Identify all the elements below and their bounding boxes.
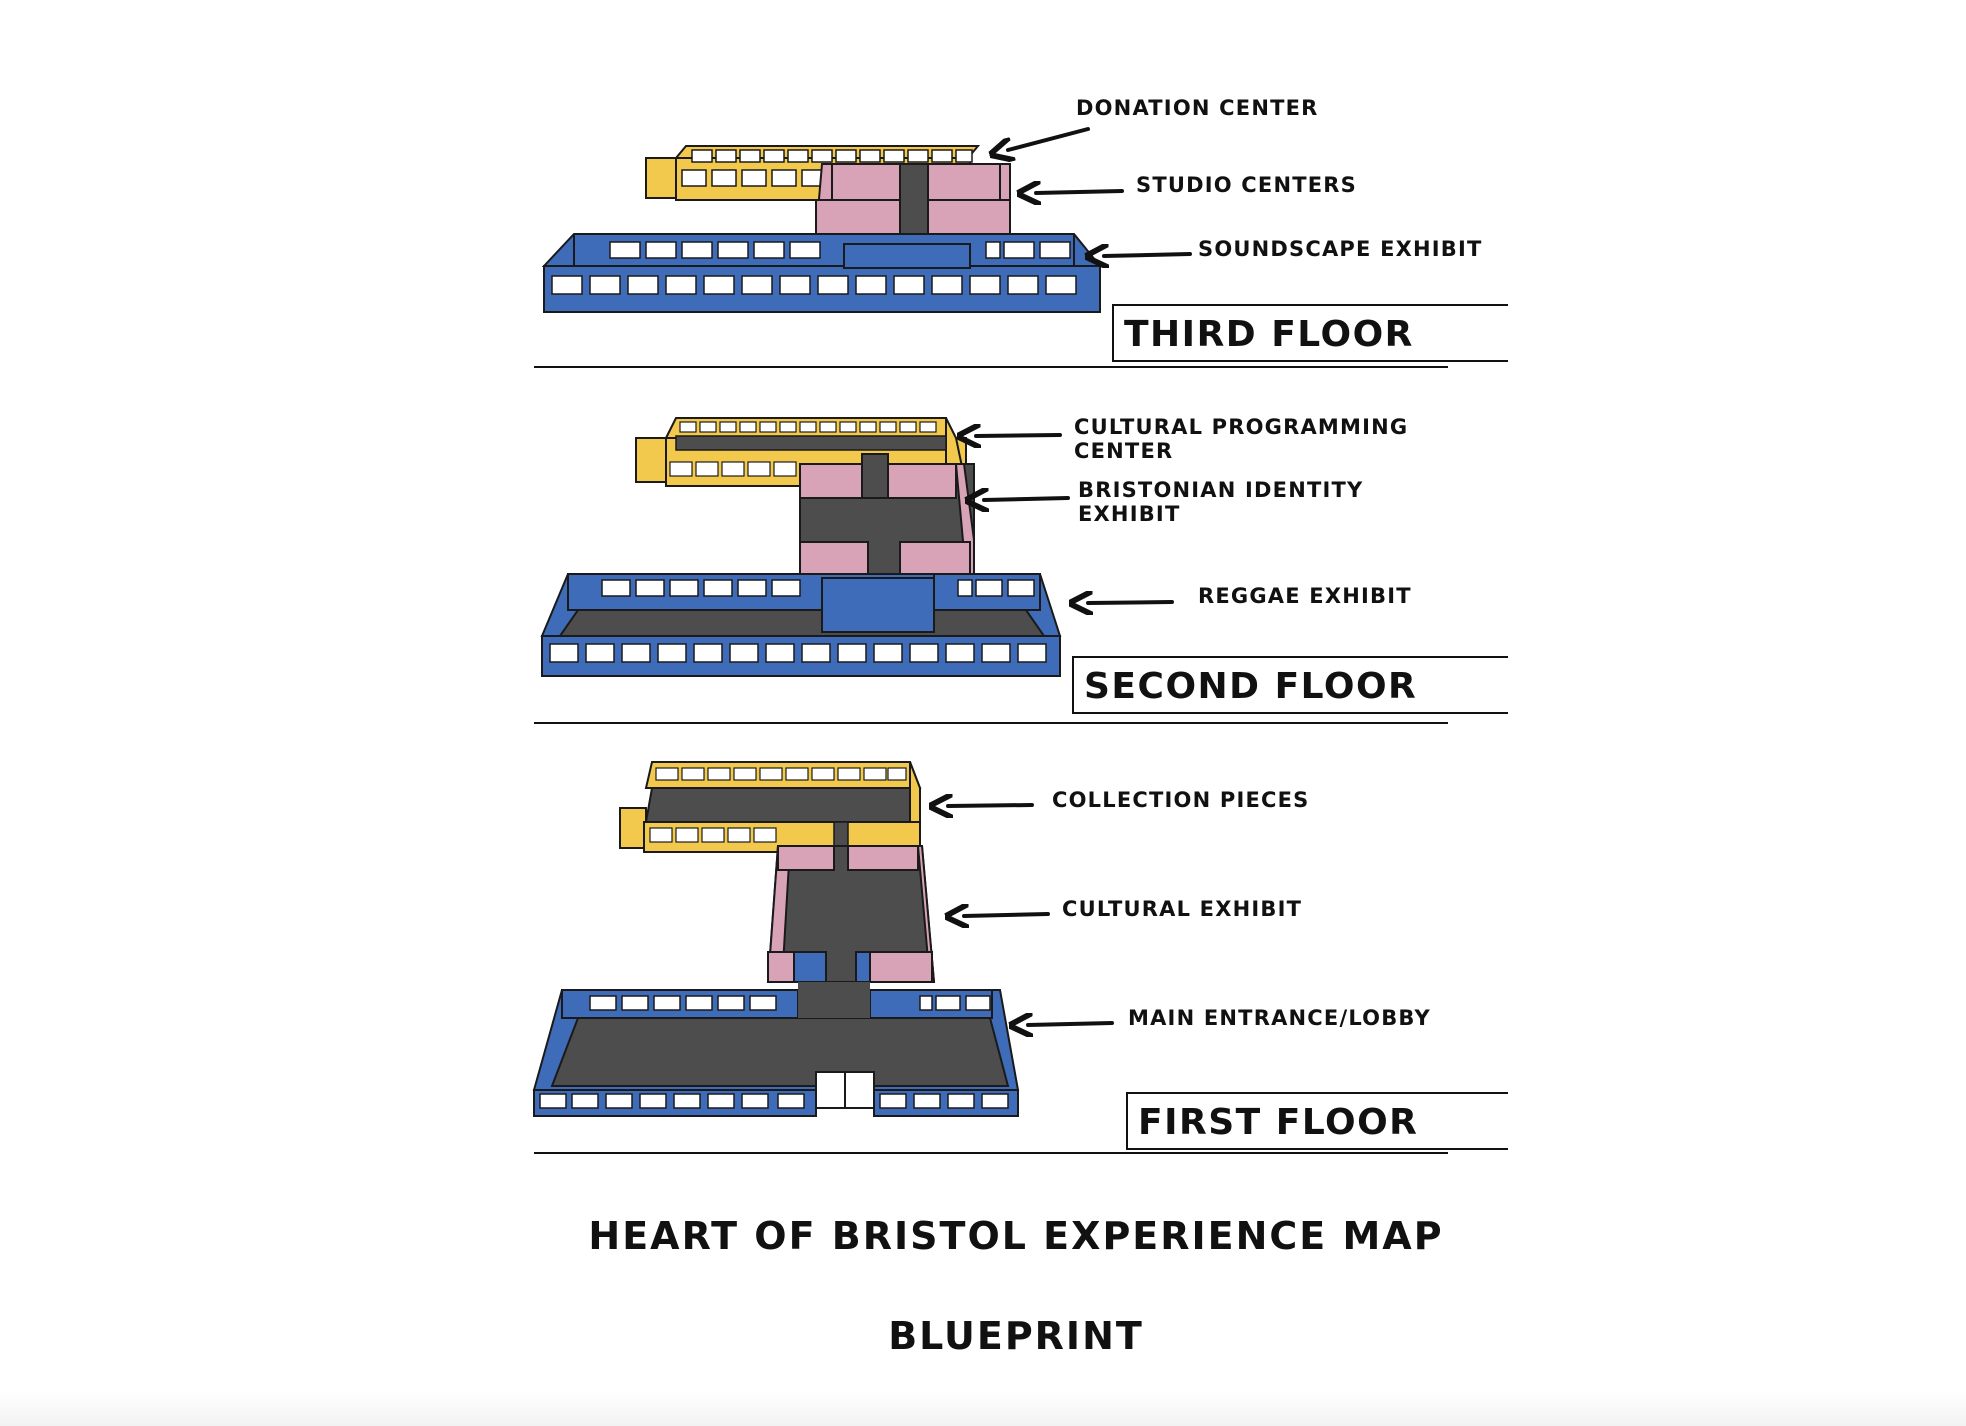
floor-title-third: THIRD FLOOR [1112,304,1508,362]
first-pink-block [766,845,936,983]
divider-first [534,1152,1448,1154]
arrow-studio-centers [1036,191,1124,193]
label-studio-centers: STUDIO CENTERS [1136,173,1358,197]
arrow-cultural-exhibit [964,914,1050,916]
label-bristonian-identity-exhibit: EXHIBIT [1078,502,1181,526]
page-bottom-band [0,1390,1966,1426]
second-blue-base [540,573,1062,677]
arrow-donation-center [1008,127,1090,150]
floor-title-second: SECOND FLOOR [1072,656,1508,714]
first-floor-model [532,761,1020,1117]
label-reggae-exhibit: REGGAE EXHIBIT [1198,584,1412,608]
second-floor-model [540,417,1062,677]
arrow-collection-pieces [948,805,1034,806]
label-bristonian-identity: BRISTONIAN IDENTITY [1078,478,1364,502]
label-donation-center: DONATION CENTER [1076,96,1319,120]
arrow-reggae-exhibit [1088,602,1174,603]
label-cultural-programming: CULTURAL PROGRAMMING [1074,415,1409,439]
divider-second [534,722,1448,724]
label-main-entrance: MAIN ENTRANCE/LOBBY [1128,1006,1431,1030]
map-title: HEART OF BRISTOL EXPERIENCE MAP [588,1214,1444,1258]
label-soundscape-exhibit: SOUNDSCAPE EXHIBIT [1198,237,1483,261]
first-yellow-wing [619,761,922,853]
floor-title-first: FIRST FLOOR [1126,1092,1508,1150]
third-pink-block [814,163,1011,235]
second-pink-block [799,453,975,575]
divider-third [534,366,1448,368]
arrows [948,127,1192,1025]
arrow-cultural-programming [976,435,1062,436]
label-cultural-programming-center: CENTER [1074,439,1174,463]
label-cultural-exhibit: CULTURAL EXHIBIT [1062,897,1303,921]
third-floor-model [541,145,1103,313]
arrow-bristonian-identity [984,498,1070,500]
third-blue-base [541,233,1103,313]
arrow-main-entrance [1028,1023,1114,1025]
map-subtitle: BLUEPRINT [888,1314,1144,1358]
arrow-soundscape-exhibit [1104,254,1192,256]
first-blue-base [532,982,1020,1117]
label-collection-pieces: COLLECTION PIECES [1052,788,1310,812]
